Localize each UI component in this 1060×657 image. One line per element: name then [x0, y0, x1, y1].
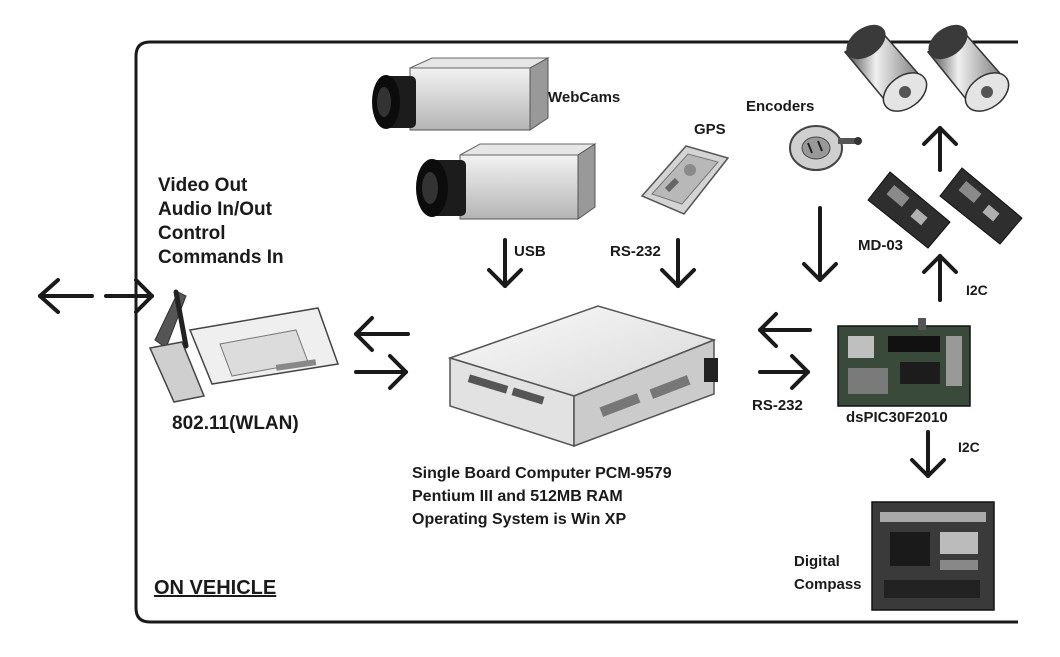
webcam-1 [372, 57, 550, 131]
arrow-dspic-to-md03 [922, 254, 958, 302]
arrow-wlan-to-sbc [354, 354, 408, 390]
arrow-dspic-to-sbc [758, 312, 812, 348]
dspic-board [837, 318, 971, 407]
wlan-info-line-4: Commands In [158, 247, 284, 268]
encoder [789, 125, 862, 171]
motor-2 [926, 24, 1010, 112]
sbc-info-line-3: Operating System is Win XP [412, 511, 627, 528]
single-board-computer [447, 305, 718, 448]
arrow-md03-to-motors [922, 126, 958, 172]
arrow-usb-down [487, 238, 523, 288]
compass-label-line-2: Compass [794, 576, 862, 593]
gps-module [640, 145, 730, 215]
wlan-info-line-3: Control [158, 223, 226, 244]
digital-compass [871, 501, 995, 611]
wlan-antenna [173, 289, 189, 349]
arrow-outside-right [104, 278, 154, 314]
vehicle-boundary [134, 40, 1018, 624]
wlan-info-line-2: Audio In/Out [158, 199, 272, 220]
wlan-info-block: Video Out Audio In/Out Control Commands … [158, 174, 284, 270]
dspic-label: dsPIC30F2010 [846, 409, 948, 426]
sbc-info-line-1: Single Board Computer PCM-9579 [412, 465, 672, 482]
wlan-label: 802.11(WLAN) [172, 413, 299, 434]
arrow-outside-left [38, 278, 94, 314]
webcams-label: WebCams [548, 89, 621, 106]
usb-label: USB [514, 243, 546, 260]
arrow-encoder-down [802, 206, 838, 282]
motor-1 [843, 24, 928, 112]
arrow-sbc-to-dspic [758, 354, 810, 390]
sbc-info-line-2: Pentium III and 512MB RAM [412, 488, 623, 505]
rs232-dspic-label: RS-232 [752, 397, 803, 414]
md03-board-1 [867, 171, 951, 249]
md03-label: MD-03 [858, 237, 904, 254]
arrow-sbc-to-wlan [354, 316, 410, 352]
arrow-dspic-to-compass [910, 430, 946, 478]
i2c-bottom-label: I2C [958, 439, 980, 455]
md03-board-2 [939, 167, 1023, 245]
sbc-info-block: Single Board Computer PCM-9579 Pentium I… [412, 462, 672, 531]
wlan-card [148, 291, 340, 403]
compass-label: Digital Compass [794, 550, 862, 596]
webcam-2 [416, 143, 597, 220]
on-vehicle-title: ON VEHICLE [154, 577, 277, 599]
compass-label-line-1: Digital [794, 553, 840, 570]
gps-label: GPS [694, 121, 726, 138]
rs232-gps-label: RS-232 [610, 243, 661, 260]
i2c-top-label: I2C [966, 282, 988, 298]
arrow-gps-down [660, 238, 696, 288]
wlan-info-line-1: Video Out [158, 175, 248, 196]
encoders-label: Encoders [746, 98, 815, 115]
